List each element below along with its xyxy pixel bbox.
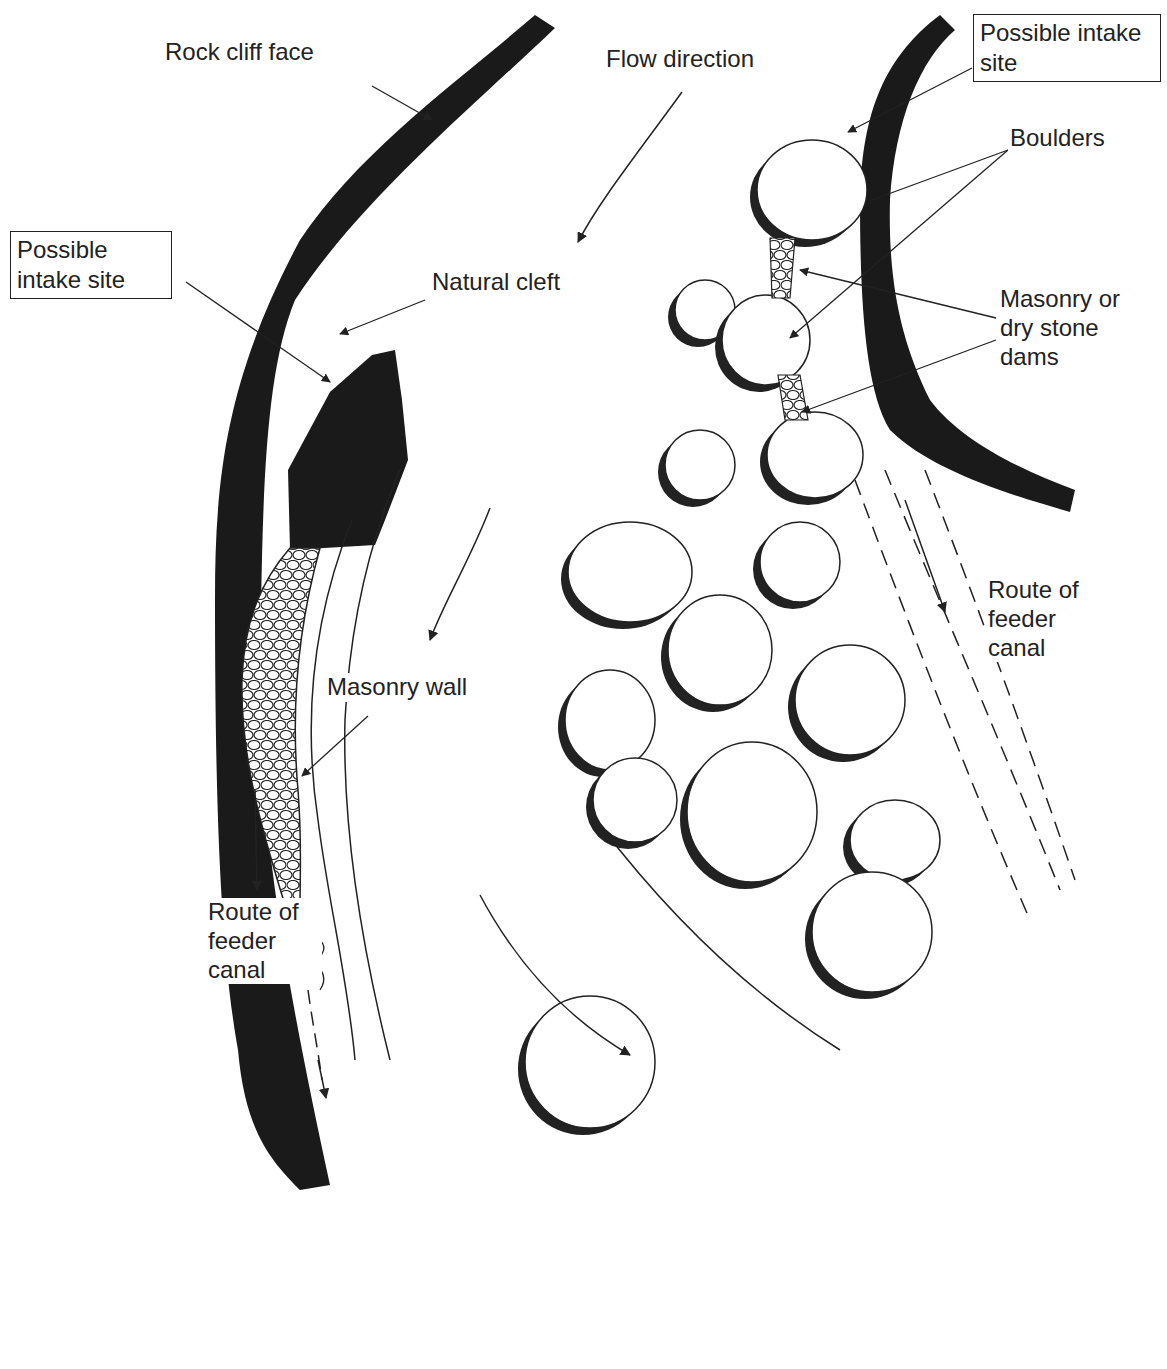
annotation-label: Masonry wall <box>325 673 529 702</box>
boulder <box>658 430 735 507</box>
annotation-label: Route of feeder canal <box>206 898 322 984</box>
dry-stone-dam <box>778 375 808 420</box>
annotation-label: Rock cliff face <box>163 38 387 67</box>
site-label: Possible intake site <box>17 235 165 295</box>
annotation-label: Natural cleft <box>430 268 614 297</box>
feeder-canal <box>925 470 1075 880</box>
boulder <box>561 522 692 629</box>
boulder <box>680 742 817 889</box>
boulder <box>586 758 677 849</box>
annotation-label: Flow direction <box>604 45 818 74</box>
annotation-label: Masonry or dry stone dams <box>998 285 1162 371</box>
flow-arrow <box>318 1060 326 1098</box>
flow-arrow <box>480 895 630 1055</box>
feeder-canal <box>855 480 1030 920</box>
canal-bank <box>345 470 400 1060</box>
boulder <box>750 140 867 247</box>
boulder <box>788 645 905 762</box>
site-label: Possible intake site <box>980 18 1154 78</box>
site-box: Possible intake site <box>973 14 1161 82</box>
boulder <box>661 595 772 712</box>
boulder <box>805 872 932 999</box>
masonry-wall <box>242 548 320 905</box>
annotation-label: Boulders <box>1008 124 1162 153</box>
flow-arrow <box>255 790 257 890</box>
annotation-label: Route of feeder canal <box>986 576 1115 662</box>
leader-lines <box>186 68 1008 990</box>
boulder <box>753 522 840 609</box>
cleft-rock <box>288 350 408 550</box>
flow-arrow <box>578 92 682 242</box>
site-box: Possible intake site <box>10 231 172 299</box>
boulder <box>760 412 863 505</box>
flow-arrow <box>430 508 490 640</box>
rock-cliff <box>215 15 555 1190</box>
canal-arrow <box>905 500 945 612</box>
feeder-canal <box>885 470 1060 890</box>
boulder <box>518 996 655 1135</box>
river-bank <box>600 825 840 1050</box>
rock-cliff <box>860 15 1075 512</box>
dry-stone-dam <box>770 238 795 298</box>
